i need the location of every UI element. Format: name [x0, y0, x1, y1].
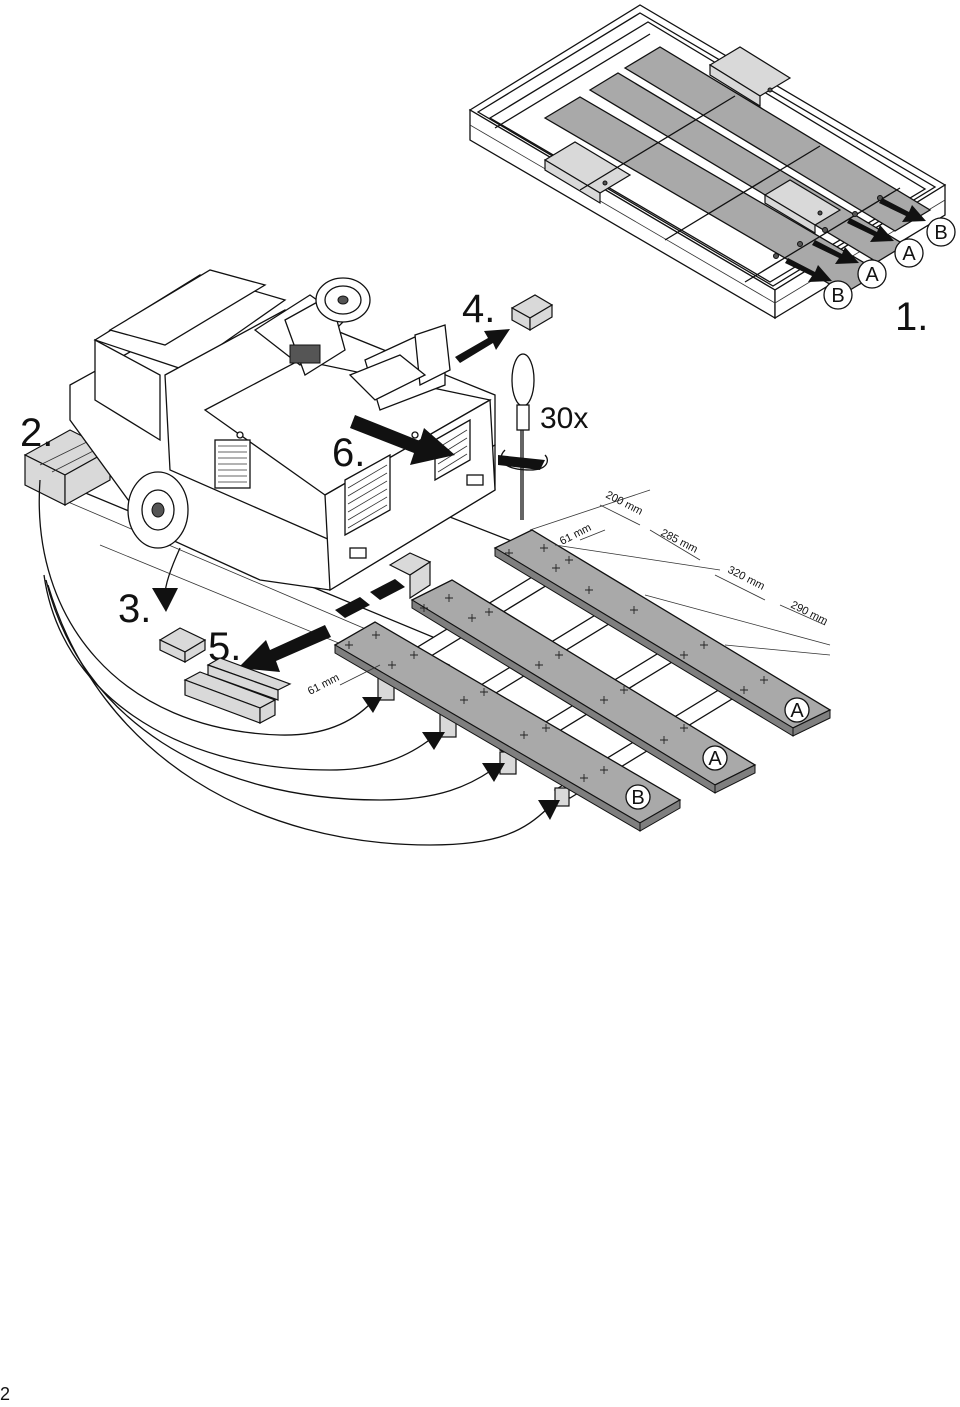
- dim-61-top: 61 mm: [558, 522, 593, 548]
- dim-320: 320 mm: [726, 564, 767, 593]
- step-6-label: 6.: [332, 431, 365, 475]
- dim-61-bottom: 61 mm: [306, 672, 341, 698]
- assembly-arrows: [38, 479, 560, 846]
- step-6-arrow: [350, 415, 455, 465]
- label-top-a1: A: [865, 264, 879, 286]
- step-2-label: 2.: [20, 411, 53, 455]
- step-3-arrow-head: [152, 588, 178, 612]
- sweeper-machine: [69, 269, 496, 592]
- step-5-arrow: [238, 625, 331, 672]
- dimension-lines: [339, 489, 831, 686]
- vent-grille-left: [214, 439, 251, 489]
- step-3-arrow-shaft: [164, 547, 181, 596]
- wood-block-4: [510, 294, 554, 332]
- ramp-board-a-middle: [410, 579, 757, 794]
- label-ramp-a1: A: [790, 700, 804, 722]
- step-1-label: 1.: [895, 295, 928, 339]
- pallet-frame: [468, 4, 947, 320]
- ramp-board-labels: A A B: [625, 697, 810, 810]
- dim-285: 285 mm: [659, 527, 700, 556]
- screw-count: 30x: [540, 402, 588, 435]
- dim-290: 290 mm: [789, 599, 830, 628]
- step-4-label: 4.: [462, 287, 495, 331]
- screwdriver-icon: [498, 353, 548, 520]
- step-4-arrow: [455, 329, 510, 363]
- label-top-b1: B: [831, 285, 844, 307]
- label-ramp-a2: A: [708, 748, 722, 770]
- label-ramp-b: B: [631, 787, 644, 809]
- ramp-board-b-left: [333, 621, 682, 832]
- board-pull-arrows: [785, 198, 926, 282]
- label-top-b2: B: [934, 222, 947, 244]
- page-number: 2: [0, 1384, 11, 1404]
- operator-seat: [348, 324, 451, 411]
- wood-block-3: [158, 627, 207, 664]
- label-top-a2: A: [902, 243, 916, 265]
- wood-beam-5: [183, 657, 292, 724]
- step-3-label: 3.: [118, 587, 151, 631]
- front-wheel: [127, 471, 189, 549]
- top-board-labels: B A A B: [823, 217, 956, 310]
- screw-marks: [345, 544, 768, 782]
- ramp-board-a-right: [493, 529, 832, 737]
